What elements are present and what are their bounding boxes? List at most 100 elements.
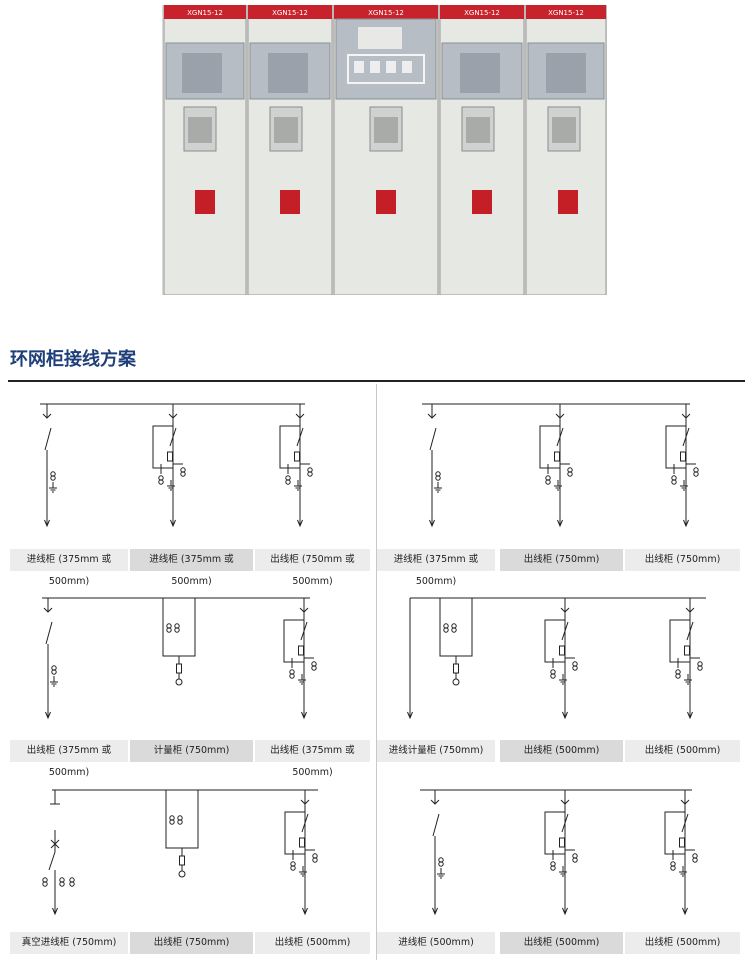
cabinet-label: XGN15-12	[187, 9, 223, 17]
bypass-loop	[669, 619, 691, 663]
cable-arrow	[407, 711, 413, 720]
ct-coil	[42, 881, 48, 887]
fuse	[559, 837, 565, 848]
scheme-caption: 进线计量柜 (750mm)	[377, 740, 495, 762]
ct-coil	[166, 627, 172, 633]
cabinet-2: XGN15-12	[247, 5, 333, 295]
ct-coil	[180, 471, 186, 477]
scheme-caption: 出线柜 (500mm)	[625, 740, 740, 762]
switch-blade	[300, 621, 308, 641]
switch-blade	[301, 813, 309, 833]
cabinet-label: XGN15-12	[272, 9, 308, 17]
switch-blade	[686, 621, 694, 641]
scheme-caption: 出线柜 (375mm 或 500mm)	[255, 740, 370, 778]
bypass-loop	[544, 811, 566, 855]
scheme-caption: 真空进线柜 (750mm)	[10, 932, 128, 954]
fuse	[554, 451, 560, 462]
cable-arrow	[429, 519, 435, 528]
cable-arrow	[432, 907, 438, 916]
switch-blade	[682, 427, 690, 447]
ct-coil	[69, 881, 75, 887]
fuse	[680, 451, 686, 462]
ct-coil	[572, 665, 578, 671]
ct-coil	[50, 475, 56, 481]
switch-blade	[296, 427, 304, 447]
ct-coil	[550, 865, 556, 871]
switch-blade	[48, 851, 56, 871]
ct-coil	[312, 857, 318, 863]
ct-coil	[311, 665, 317, 671]
cable-arrow	[52, 907, 58, 916]
ct-coil	[671, 479, 677, 485]
ct-coil	[697, 665, 703, 671]
ct-coil	[59, 881, 65, 887]
section-title: 环网柜接线方案	[10, 349, 136, 370]
cabinet-label: XGN15-12	[464, 9, 500, 17]
fuse	[559, 645, 565, 656]
switch-blade	[432, 813, 440, 837]
fuse	[298, 645, 304, 656]
scheme-caption: 进线柜 (375mm 或 500mm)	[130, 549, 253, 587]
scheme-caption: 出线柜 (500mm)	[625, 932, 740, 954]
scheme-caption: 出线柜 (750mm 或 500mm)	[255, 549, 370, 587]
column-divider	[376, 384, 377, 960]
bypass-loop	[279, 425, 301, 469]
scheme-caption: 出线柜 (500mm)	[500, 740, 623, 762]
scheme-caption: 进线柜 (500mm)	[377, 932, 495, 954]
ct-coil	[675, 673, 681, 679]
fuse	[453, 663, 459, 674]
scheme-caption: 出线柜 (375mm 或 500mm)	[10, 740, 128, 778]
meter-symbol	[175, 678, 183, 686]
fuse	[176, 663, 182, 674]
ct-coil	[550, 673, 556, 679]
cabinet-label: XGN15-12	[368, 9, 404, 17]
bypass-loop	[283, 619, 305, 663]
scheme-caption: 计量柜 (750mm)	[130, 740, 253, 762]
switch-blade	[556, 427, 564, 447]
cable-arrow	[302, 907, 308, 916]
cable-arrow	[562, 907, 568, 916]
cabinet-4: XGN15-12	[439, 5, 525, 295]
bypass-loop	[284, 811, 306, 855]
switch-blade	[561, 621, 569, 641]
cable-arrow	[687, 711, 693, 720]
cable-arrow	[44, 519, 50, 528]
ct-coil	[51, 669, 57, 675]
fuse	[294, 451, 300, 462]
ct-coil	[307, 471, 313, 477]
ct-coil	[169, 819, 175, 825]
tap-symbol	[43, 607, 53, 613]
cable-arrow	[557, 519, 563, 528]
meter-symbol	[178, 870, 186, 878]
cabinet-3: XGN15-12	[333, 5, 439, 295]
cabinet-1: XGN15-12	[163, 5, 247, 295]
ct-coil	[670, 865, 676, 871]
scheme-caption: 出线柜 (750mm)	[625, 549, 740, 571]
switch-blade	[429, 427, 437, 451]
tap-symbol	[430, 799, 440, 805]
ct-coil	[435, 475, 441, 481]
fuse	[684, 645, 690, 656]
fuse	[679, 837, 685, 848]
cable-arrow	[562, 711, 568, 720]
ct-coil	[289, 673, 295, 679]
ct-coil	[443, 627, 449, 633]
cabinet-5: XGN15-12	[525, 5, 607, 295]
ct-coil	[290, 865, 296, 871]
scheme-caption: 进线柜 (375mm 或 500mm)	[377, 549, 495, 587]
bypass-loop	[539, 425, 561, 469]
cable-arrow	[170, 519, 176, 528]
ct-coil	[572, 857, 578, 863]
meter-symbol	[452, 678, 460, 686]
bypass-loop	[664, 811, 686, 855]
scheme-caption: 出线柜 (750mm)	[500, 549, 623, 571]
fuse	[179, 855, 185, 866]
fuse	[299, 837, 305, 848]
ct-coil	[567, 471, 573, 477]
bypass-loop	[544, 619, 566, 663]
bypass-loop	[152, 425, 174, 469]
cable-arrow	[683, 519, 689, 528]
ct-coil	[285, 479, 291, 485]
scheme-caption: 出线柜 (500mm)	[255, 932, 370, 954]
scheme-caption: 进线柜 (375mm 或 500mm)	[10, 549, 128, 587]
